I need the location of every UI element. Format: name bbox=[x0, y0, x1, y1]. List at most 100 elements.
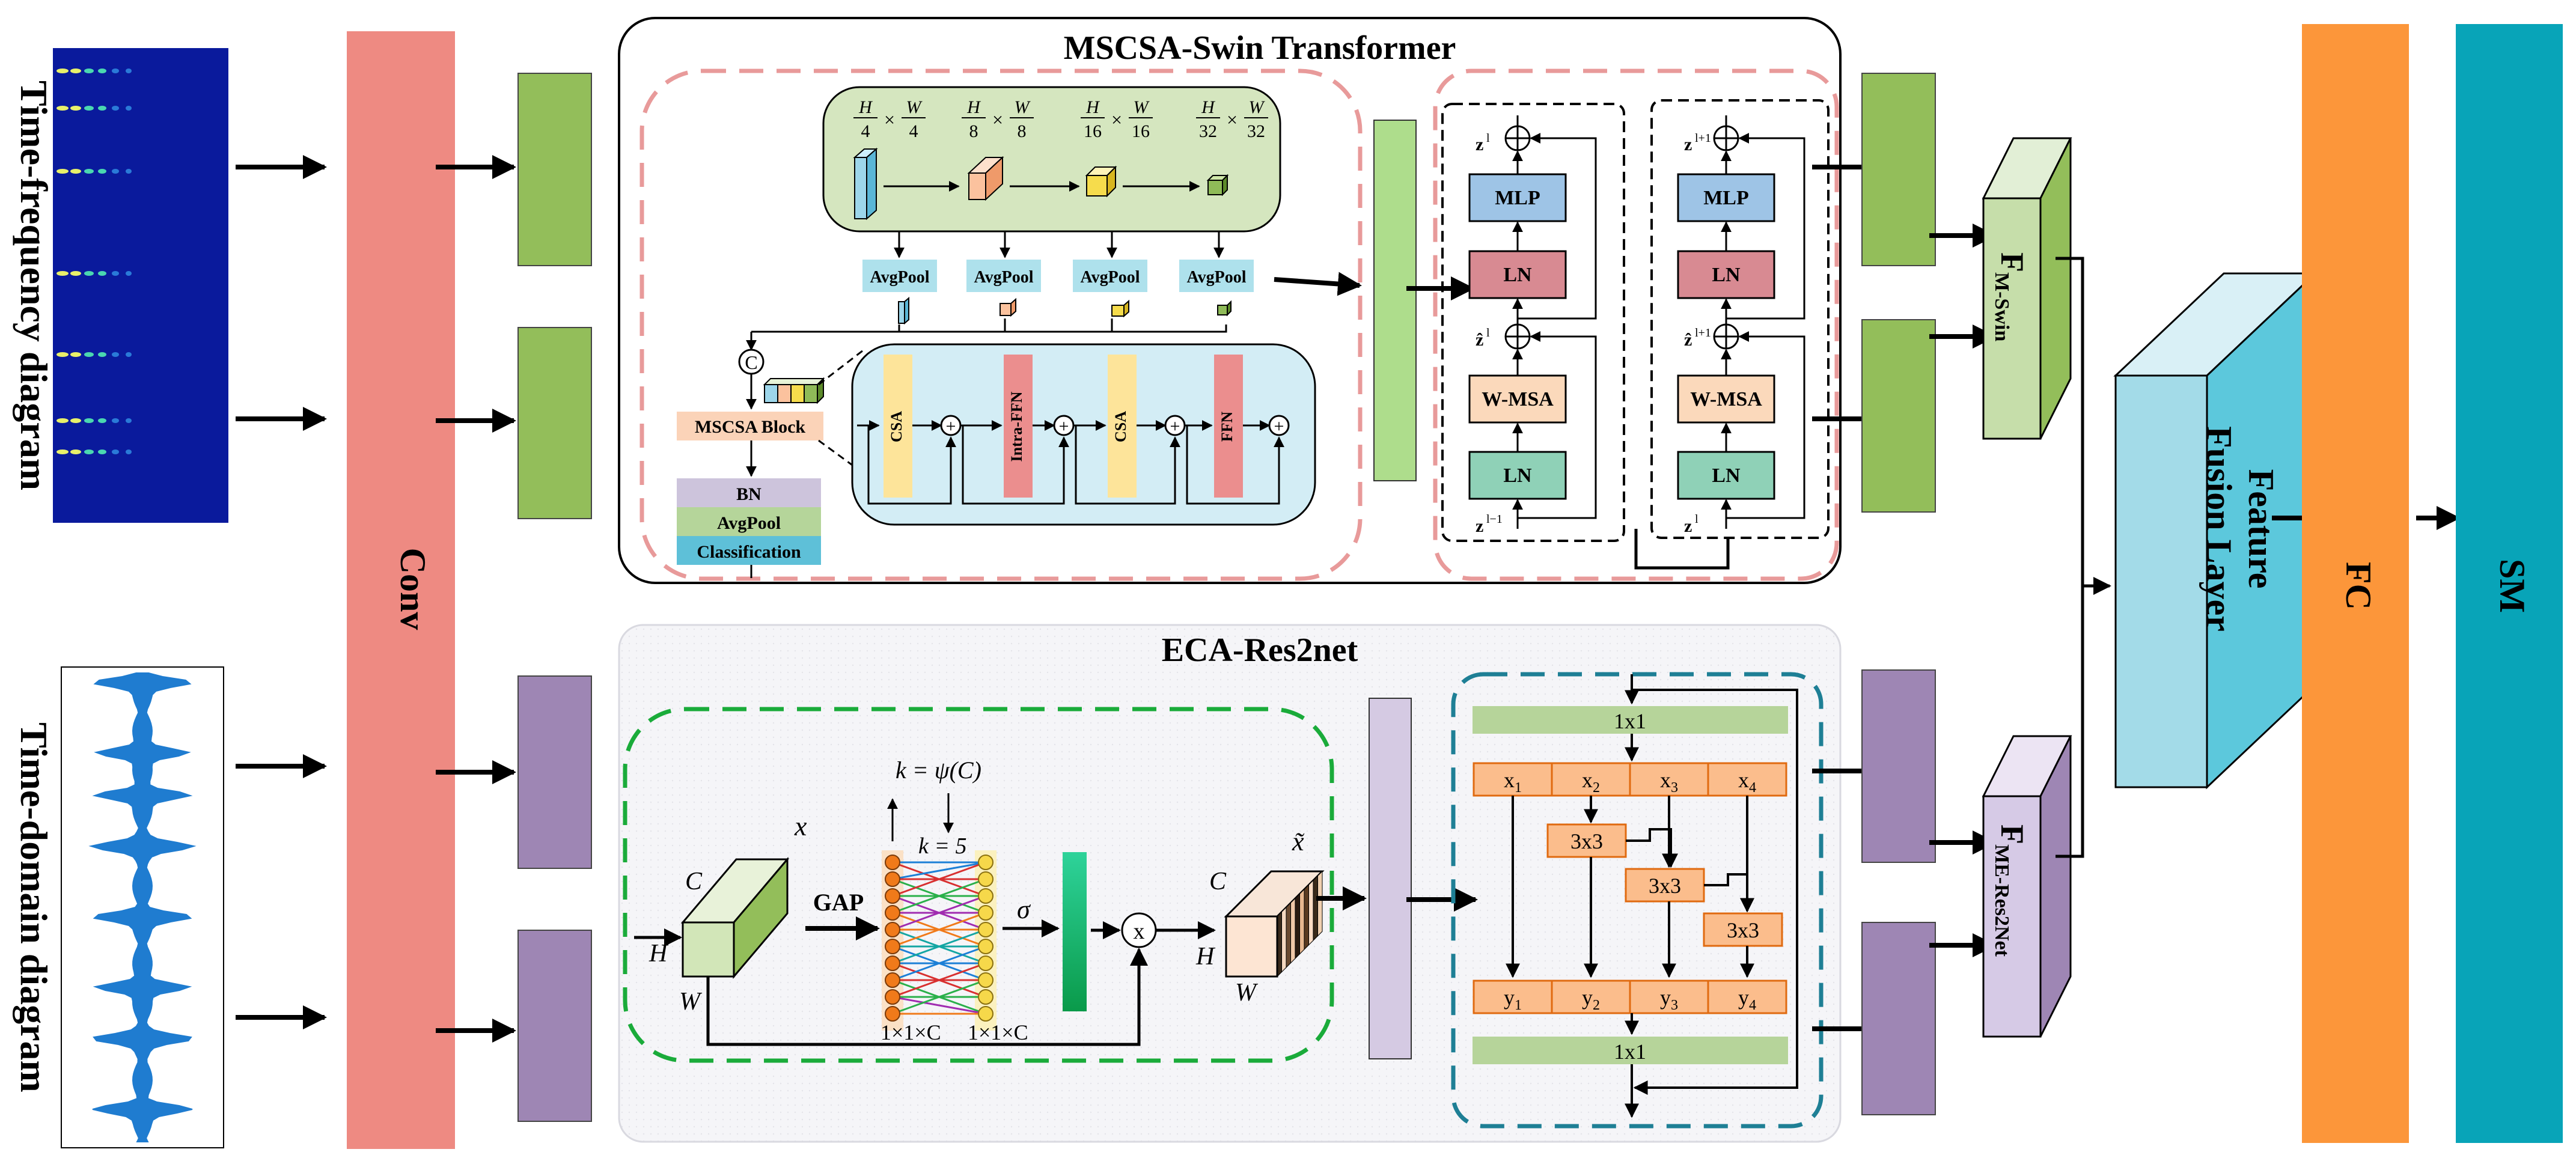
swin-link-line bbox=[1634, 538, 1730, 570]
avgpool-label: AvgPool bbox=[1080, 268, 1140, 287]
stage-h-num: H bbox=[1085, 97, 1100, 117]
inner-block bbox=[1108, 355, 1137, 498]
feature-map-purple-1 bbox=[517, 675, 592, 869]
eca-H-label: H bbox=[649, 940, 669, 967]
stage-w-den: 32 bbox=[1247, 121, 1265, 141]
res2-y-cell bbox=[1629, 980, 1709, 1014]
output-slice bbox=[1313, 875, 1318, 942]
eca-left-node bbox=[885, 922, 900, 937]
spectrogram-dot bbox=[112, 69, 119, 73]
eca-C-label: C bbox=[685, 868, 703, 895]
spectrogram-dot bbox=[126, 169, 132, 174]
inner-block bbox=[1004, 355, 1033, 498]
spectrogram-dot bbox=[84, 449, 94, 454]
time-frequency-label: Time-frequency diagram bbox=[13, 81, 55, 490]
inner-block bbox=[884, 355, 912, 498]
swin-wmsa-label: W-MSA bbox=[1482, 388, 1554, 410]
stage-h-den: 8 bbox=[969, 121, 978, 141]
arrow-to-embed bbox=[1274, 272, 1362, 296]
head-avgpool bbox=[677, 507, 821, 536]
spectrogram-dot bbox=[98, 169, 106, 174]
eca-output-cube bbox=[1224, 870, 1325, 978]
spectrogram-dot bbox=[112, 169, 119, 174]
inner-plus-label: + bbox=[946, 416, 956, 436]
dim-label-1: 1×1×C bbox=[881, 1020, 941, 1044]
spectrogram-dot bbox=[56, 106, 69, 111]
spectrogram-dot bbox=[70, 106, 81, 111]
mscsa-title: MSCSA-Swin Transformer bbox=[1064, 29, 1456, 67]
spectrogram-dot bbox=[56, 352, 69, 357]
head-bn-label: BN bbox=[736, 484, 762, 504]
gap-label: GAP bbox=[813, 889, 864, 916]
spectrogram-dot bbox=[126, 449, 132, 454]
feature-map-green-2 bbox=[517, 327, 592, 519]
stage-cube-4 bbox=[1206, 174, 1229, 197]
swin-z-in: z bbox=[1476, 516, 1483, 536]
fusion-label-2: Fusion Layer bbox=[2199, 426, 2239, 632]
res2-x-label: x2 bbox=[1582, 768, 1600, 796]
swin-z-top-sup: l+1 bbox=[1695, 132, 1711, 145]
spectrogram-dot bbox=[112, 449, 119, 454]
swin-mlp bbox=[1468, 173, 1567, 222]
output-slice bbox=[1308, 879, 1314, 946]
conv-block bbox=[347, 31, 455, 1149]
avgpool-label: AvgPool bbox=[870, 268, 929, 287]
eca-right-node bbox=[978, 989, 993, 1005]
swin-mlp-label: MLP bbox=[1703, 187, 1749, 209]
res2-y-cell bbox=[1707, 980, 1787, 1014]
swin-ln-bottom bbox=[1677, 451, 1775, 500]
res2-conv3x3-label: 3x3 bbox=[1649, 874, 1681, 898]
res2-x-cell bbox=[1473, 762, 1553, 797]
out-feature-purple-1 bbox=[1861, 669, 1936, 863]
stage-h-num: H bbox=[1201, 97, 1216, 117]
avgpool-label: AvgPool bbox=[974, 268, 1033, 287]
swin-z-hat-sup: l bbox=[1486, 326, 1490, 340]
eca-left-node bbox=[885, 871, 900, 887]
out-H-label: H bbox=[1195, 943, 1216, 970]
dim-label-2: 1×1×C bbox=[968, 1020, 1028, 1044]
swin-z-hat: ẑ bbox=[1476, 330, 1483, 350]
stage-panel bbox=[822, 86, 1281, 233]
eca-left-node bbox=[885, 905, 900, 921]
swin-mlp bbox=[1677, 173, 1775, 222]
eca-right-node bbox=[978, 972, 993, 988]
feature-fusion-block: Feature Fusion Layer bbox=[2113, 271, 2318, 790]
mscsa-block bbox=[677, 412, 823, 440]
eca-W-label: W bbox=[679, 988, 703, 1016]
spectrogram-dot bbox=[98, 418, 106, 423]
swin-ln-top-label: LN bbox=[1503, 264, 1532, 286]
spectrogram-dot bbox=[56, 449, 69, 454]
eca-x-label: x bbox=[794, 811, 807, 841]
res2-y-label: y3 bbox=[1660, 986, 1678, 1013]
output-slice bbox=[1317, 870, 1323, 937]
avgpool-box bbox=[1179, 260, 1254, 292]
swin-z-top-sup: l bbox=[1486, 132, 1490, 145]
output-slice bbox=[1281, 906, 1287, 973]
waveform-signal bbox=[88, 672, 197, 1142]
res2-y-label: y1 bbox=[1504, 986, 1522, 1013]
sigma-bar bbox=[1063, 852, 1087, 1011]
output-cube-front bbox=[1225, 915, 1278, 978]
res2-x-cell bbox=[1707, 762, 1787, 797]
res2-x-label: x1 bbox=[1504, 768, 1522, 796]
res2-conv1x1-top-label: 1x1 bbox=[1614, 709, 1646, 733]
eca-res2net-panel: ECA-Res2net x C H W GAP k = ψ(C) k = 5 1… bbox=[618, 624, 1842, 1143]
pooled-cube-4 bbox=[1217, 300, 1232, 317]
stage-cube-3 bbox=[1085, 165, 1117, 198]
res2-y-label: y4 bbox=[1738, 986, 1756, 1013]
stage-h-den: 32 bbox=[1199, 121, 1217, 141]
swin-dashed-group bbox=[1433, 69, 1839, 581]
eca-title: ECA-Res2net bbox=[1162, 632, 1358, 669]
feature-map-green-1 bbox=[517, 73, 592, 266]
eca-output-bar bbox=[1369, 698, 1412, 1059]
stage-w-den: 4 bbox=[909, 121, 918, 141]
spectrogram-dot bbox=[98, 352, 106, 357]
concat-feed bbox=[751, 331, 899, 350]
spectrogram-dot bbox=[126, 352, 132, 357]
embedding-bar bbox=[1373, 120, 1417, 481]
spectrogram-dot bbox=[98, 106, 106, 111]
res2-conv3x3 bbox=[1703, 912, 1783, 947]
